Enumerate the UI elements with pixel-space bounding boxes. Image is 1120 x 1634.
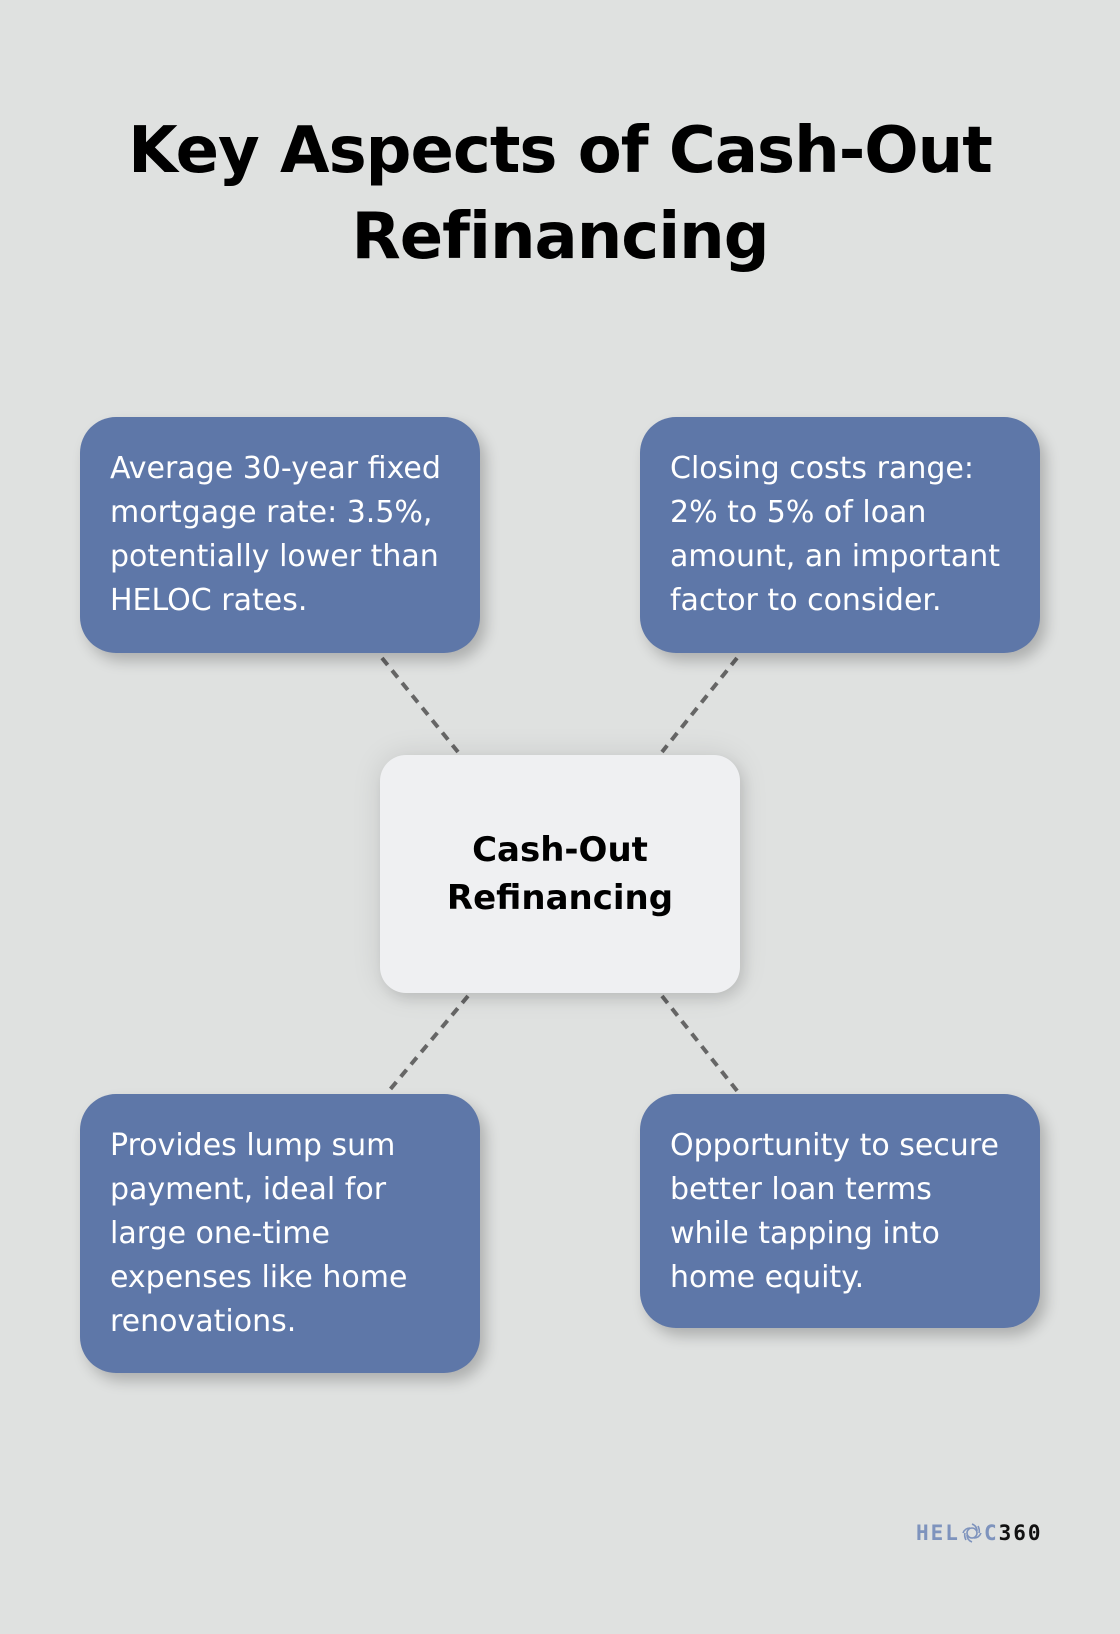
card-text: Average 30-year fixed mortgage rate: 3.5…	[110, 451, 441, 618]
connector-top-left	[380, 656, 460, 754]
swirl-o-icon	[962, 1523, 982, 1543]
title-line-2: Refinancing	[351, 200, 769, 274]
logo-text-c: C	[983, 1521, 999, 1545]
card-lump-sum: Provides lump sum payment, ideal for lar…	[80, 1094, 480, 1373]
connector-bottom-right	[660, 994, 740, 1094]
card-text: Opportunity to secure better loan terms …	[670, 1128, 999, 1295]
center-node-line-2: Refinancing	[446, 878, 674, 918]
connector-bottom-left	[386, 994, 470, 1094]
center-node-line-1: Cash-Out	[472, 830, 648, 870]
card-mortgage-rate: Average 30-year fixed mortgage rate: 3.5…	[80, 417, 480, 653]
card-closing-costs: Closing costs range: 2% to 5% of loan am…	[640, 417, 1040, 653]
logo-text-360: 360	[998, 1521, 1043, 1545]
heloc360-logo: HEL C 360	[916, 1521, 1043, 1545]
center-node-label: Cash-Out Refinancing	[410, 826, 710, 922]
card-better-terms: Opportunity to secure better loan terms …	[640, 1094, 1040, 1328]
title-line-1: Key Aspects of Cash-Out	[128, 114, 993, 188]
center-node: Cash-Out Refinancing	[380, 755, 740, 993]
logo-text-hel: HEL	[916, 1521, 960, 1545]
page-title: Key Aspects of Cash-Out Refinancing	[0, 108, 1120, 280]
connector-top-right	[660, 656, 739, 754]
card-text: Closing costs range: 2% to 5% of loan am…	[670, 451, 1000, 618]
card-text: Provides lump sum payment, ideal for lar…	[110, 1128, 408, 1339]
